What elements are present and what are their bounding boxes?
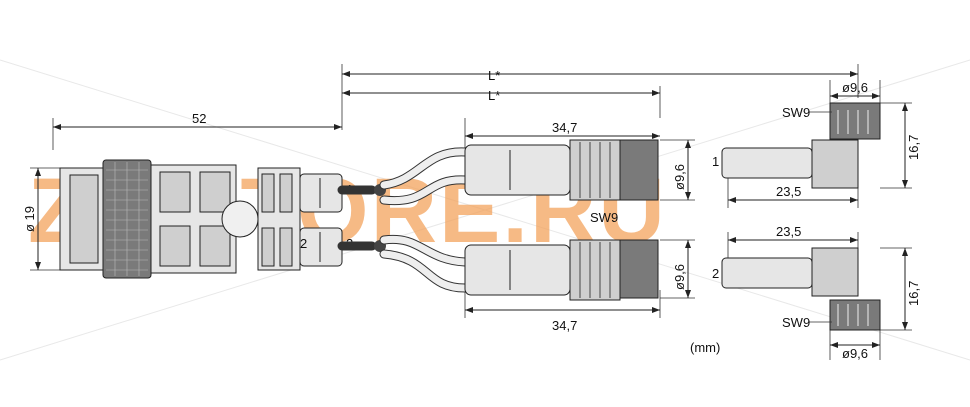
branch-bottom-length-dimension: 34,7 bbox=[464, 290, 661, 333]
angled-top-length-dimension: 23,5 bbox=[727, 175, 859, 208]
angled-pin-1-label: 1 bbox=[712, 154, 719, 169]
main-length-label: 52 bbox=[192, 111, 206, 126]
cables bbox=[337, 147, 470, 293]
branch-top-diameter-label: ø9,6 bbox=[672, 164, 687, 190]
main-pin-2-label-inner: 2 bbox=[300, 236, 307, 251]
main-diameter-label: ø 19 bbox=[22, 206, 37, 232]
angled-bottom-height-label: 16,7 bbox=[906, 281, 921, 306]
angled-connector-bottom: 2 SW9 bbox=[712, 247, 881, 331]
main-length-dimension: 52 bbox=[52, 111, 342, 150]
main-diameter-dimension: ø 19 bbox=[22, 167, 60, 271]
angled-top-height-label: 16,7 bbox=[906, 135, 921, 160]
overall-length-label: L* bbox=[488, 68, 500, 83]
angled-pin-2-label: 2 bbox=[712, 266, 719, 281]
branch-bottom-length-label: 34,7 bbox=[552, 318, 577, 333]
branch-length-dimension: L* bbox=[342, 86, 661, 118]
angled-connector-top: 1 SW9 bbox=[712, 102, 881, 189]
angled-bottom-length-label: 23,5 bbox=[776, 224, 801, 239]
branch-top-length-label: 34,7 bbox=[552, 120, 577, 135]
angled-top-diameter-label: ø9,6 bbox=[842, 80, 868, 95]
angled-bottom-diameter-dimension: ø9,6 bbox=[829, 330, 881, 361]
angled-bottom-diameter-label: ø9,6 bbox=[842, 346, 868, 361]
branch-bottom-diameter-dimension: ø9,6 bbox=[660, 239, 695, 299]
angled-bottom-wrench-label: SW9 bbox=[782, 315, 810, 330]
branch-top-diameter-dimension: ø9,6 bbox=[660, 139, 695, 201]
angled-bottom-height-dimension: 16,7 bbox=[880, 247, 921, 331]
angled-top-diameter-dimension: ø9,6 bbox=[829, 80, 881, 112]
overall-length-dimension: L* bbox=[341, 64, 859, 130]
branch-connector-bottom bbox=[464, 239, 659, 301]
branch-length-label: L* bbox=[488, 88, 500, 103]
branch-bottom-diameter-label: ø9,6 bbox=[672, 264, 687, 290]
units-label: (mm) bbox=[690, 340, 720, 355]
branch-top-length-dimension: 34,7 bbox=[464, 118, 660, 150]
angled-top-wrench-label: SW9 bbox=[782, 105, 810, 120]
angled-top-height-dimension: 16,7 bbox=[880, 102, 921, 189]
angled-top-length-label: 23,5 bbox=[776, 184, 801, 199]
branch-wrench-label: SW9 bbox=[590, 210, 618, 225]
branch-connector-top: SW9 bbox=[464, 139, 659, 225]
angled-bottom-length-dimension: 23,5 bbox=[727, 224, 859, 262]
